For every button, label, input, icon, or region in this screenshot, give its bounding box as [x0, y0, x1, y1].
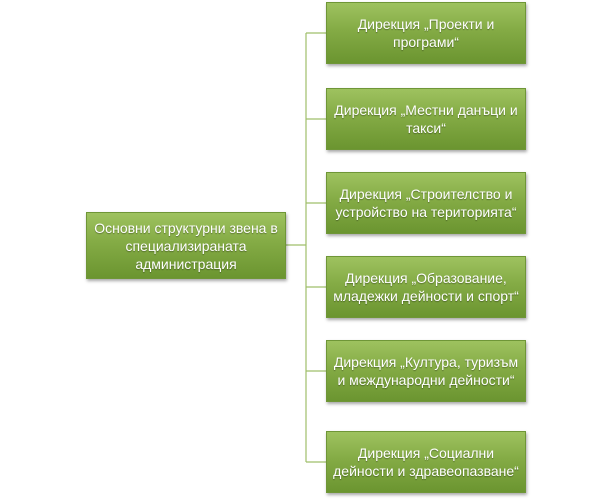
- root-node: Основни структурни звена в специализиран…: [86, 212, 286, 279]
- directorate-node-social: Дирекция „Социални дейности и здравеопаз…: [326, 431, 526, 493]
- directorate-label: Дирекция „Местни данъци и такси“: [334, 102, 518, 136]
- directorate-node-education: Дирекция „Образование, младежки дейности…: [326, 256, 526, 318]
- directorate-node-construction: Дирекция „Строителство и устройство на т…: [326, 172, 526, 234]
- directorate-label: Дирекция „Проекти и програми“: [357, 16, 495, 50]
- directorate-node-culture: Дирекция „Култура, туризъм и международн…: [326, 340, 526, 402]
- directorate-label: Дирекция „Строителство и устройство на т…: [335, 186, 517, 220]
- directorate-label: Дирекция „Образование, младежки дейности…: [333, 270, 519, 304]
- root-node-label: Основни структурни звена в специализиран…: [94, 219, 278, 272]
- directorate-label: Дирекция „Култура, туризъм и международн…: [333, 354, 519, 388]
- directorate-node-projects: Дирекция „Проекти и програми“: [326, 2, 526, 64]
- directorate-node-local-taxes: Дирекция „Местни данъци и такси“: [326, 88, 526, 150]
- directorate-label: Дирекция „Социални дейности и здравеопаз…: [333, 445, 519, 479]
